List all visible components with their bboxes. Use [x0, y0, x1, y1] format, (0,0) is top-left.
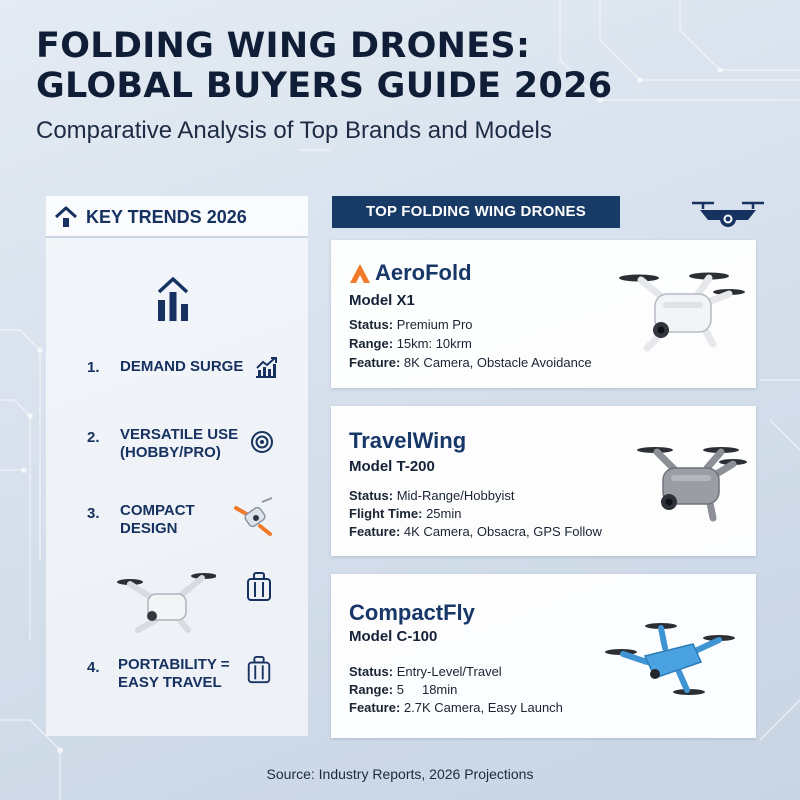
aerofold-logo-icon	[350, 264, 370, 283]
drone-card-compactfly[interactable]: CompactFly Model C-100 Status: Entry-Lev…	[331, 574, 756, 738]
model-name: Model C-100	[349, 628, 438, 645]
key-trends-panel: KEY TRENDS 2026 1. DEMAND SURGE 2. VERSA…	[46, 196, 308, 736]
drone-card-travelwing[interactable]: TravelWing Model T-200 Status: Mid-Range…	[331, 406, 756, 556]
page-subtitle: Comparative Analysis of Top Brands and M…	[36, 117, 552, 144]
drone-image	[605, 623, 735, 695]
source-footer: Source: Industry Reports, 2026 Projectio…	[266, 766, 534, 782]
chart-growth-icon	[256, 357, 277, 378]
suitcase-icon	[247, 572, 271, 601]
model-name: Model X1	[349, 292, 415, 309]
camera-lens-icon	[251, 431, 273, 453]
page-title: FOLDING WING DRONES: GLOBAL BUYERS GUIDE…	[36, 26, 613, 106]
brand-name: AeroFold	[375, 260, 472, 285]
brand-name: TravelWing	[349, 428, 467, 453]
spec-feature: Feature: 2.7K Camera, Easy Launch	[349, 700, 563, 715]
spec-status: Status: Entry-Level/Travel	[349, 664, 502, 679]
drone-icon	[692, 201, 764, 227]
brand-name: CompactFly	[349, 600, 475, 625]
folded-drone-icon	[234, 497, 273, 536]
drone-image	[637, 447, 747, 522]
spec-feature: Feature: 4K Camera, Obsacra, GPS Follow	[349, 524, 602, 539]
key-trends-heading: KEY TRENDS 2026	[86, 207, 247, 227]
top-drones-heading: TOP FOLDING WING DRONES	[332, 196, 620, 228]
spec-status: Status: Mid-Range/Hobbyist	[349, 488, 515, 503]
spec-status: Status: Premium Pro	[349, 317, 473, 332]
drone-icon	[117, 573, 216, 633]
spec-feature: Feature: 8K Camera, Obstacle Avoidance	[349, 355, 592, 370]
key-trends-header: KEY TRENDS 2026	[46, 196, 308, 238]
model-name: Model T-200	[349, 458, 435, 475]
house-icon	[54, 206, 78, 227]
suitcase-icon	[247, 656, 271, 684]
drone-image	[619, 272, 745, 352]
drone-card-aerofold[interactable]: AeroFold Model X1 Status: Premium Pro Ra…	[331, 240, 756, 388]
bar-chart-icon	[157, 277, 189, 321]
spec-range: Range: 5 18min	[349, 682, 458, 697]
spec-range: Range: 15km: 10krm	[349, 336, 472, 351]
spec-flight-time: Flight Time: 25min	[349, 506, 462, 521]
